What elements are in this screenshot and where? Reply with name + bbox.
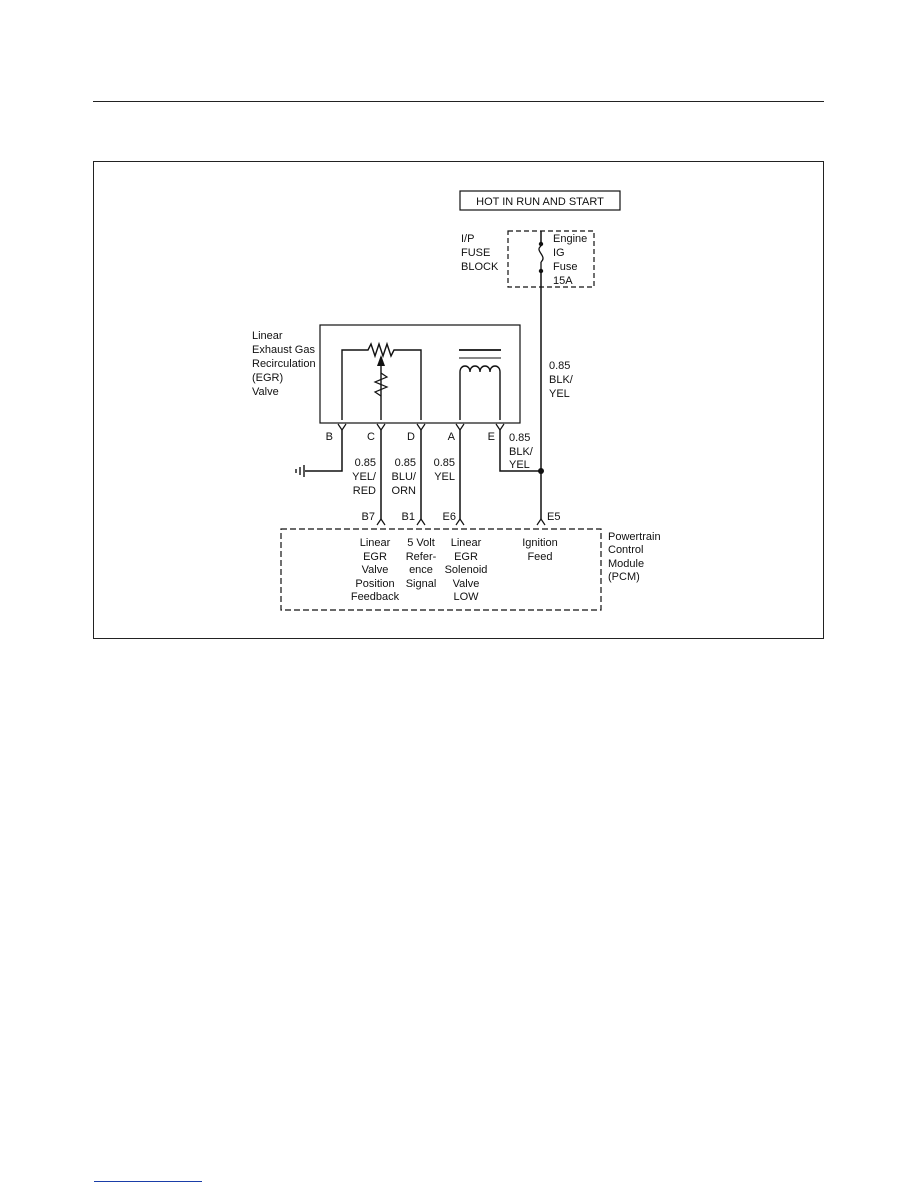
- pcm-label: Powertrain Control Module (PCM): [608, 531, 661, 583]
- pcm-pin-labels: B7 B1 E6 E5: [362, 511, 561, 523]
- ground-icon: [295, 465, 305, 477]
- wire-label-pin-d: 0.85 BLU/ ORN: [392, 457, 417, 497]
- fuse-block-label-line: I/P: [461, 233, 474, 245]
- pcm-boundary: [280, 528, 602, 611]
- pcm-circuit-line: Valve: [453, 578, 480, 590]
- pcm-circuit-line: Signal: [406, 578, 437, 590]
- egr-valve-label-line: Valve: [252, 386, 279, 398]
- page-top-rule: [93, 101, 824, 102]
- pin-label: B: [326, 431, 333, 443]
- wire-runs: [305, 430, 541, 519]
- pcm-pin-label: B1: [402, 511, 415, 523]
- fuse-label-line: IG: [553, 247, 565, 259]
- pcm-circuit-line: Linear: [360, 537, 391, 549]
- wire-label-line: BLU/: [392, 471, 417, 483]
- connector-pin-marks: [337, 423, 505, 432]
- pcm-circuit-b1: 5 Volt Refer- ence Signal: [406, 537, 437, 590]
- egr-valve-label-line: Linear: [252, 330, 283, 342]
- wire-label-pin-c: 0.85 YEL/ RED: [352, 457, 377, 497]
- wire-label-line: 0.85: [509, 432, 530, 444]
- pin-label: C: [367, 431, 375, 443]
- pcm-pin-label: B7: [362, 511, 375, 523]
- pcm-pin-marks: [376, 517, 546, 526]
- connector-pin-labels: B C D A E: [326, 431, 495, 443]
- fuse-label-line: Engine: [553, 233, 587, 245]
- pcm-circuit-line: LOW: [453, 591, 479, 603]
- power-header-label: HOT IN RUN AND START: [476, 196, 604, 208]
- pcm-circuit-line: EGR: [454, 551, 478, 563]
- pcm-pin-label: E5: [547, 511, 560, 523]
- pin-label: D: [407, 431, 415, 443]
- fuse-label-line: Fuse: [553, 261, 577, 273]
- solenoid-coil-icon: [459, 349, 501, 420]
- wire-ground: [305, 430, 343, 472]
- pcm-circuit-e5: Ignition Feed: [522, 537, 557, 563]
- wire-label-pin-a: 0.85 YEL: [434, 457, 455, 483]
- wire-label-line: 0.85: [355, 457, 376, 469]
- egr-valve-box: [319, 324, 521, 424]
- wire-pin-e: [499, 430, 541, 472]
- wire-label-line: ORN: [392, 485, 417, 497]
- pcm-label-line: Module: [608, 558, 644, 570]
- wire-label-line: YEL/: [352, 471, 377, 483]
- fuse-block-label-line: FUSE: [461, 247, 490, 259]
- wire-label-line: YEL: [509, 459, 530, 471]
- wire-label-line: 0.85: [395, 457, 416, 469]
- wire-label-line: 0.85: [434, 457, 455, 469]
- wire-label-pin-e: 0.85 BLK/ YEL: [509, 432, 534, 471]
- pcm-circuit-e6: Linear EGR Solenoid Valve LOW: [445, 537, 488, 603]
- pin-label: E: [488, 431, 495, 443]
- pcm-circuit-line: Linear: [451, 537, 482, 549]
- fuse-icon: [538, 231, 544, 274]
- pcm-circuit-line: Refer-: [406, 551, 437, 563]
- fuse-block-boundary: [507, 230, 595, 288]
- wire-label-line: BLK/: [549, 374, 574, 386]
- power-header-box: [459, 190, 621, 211]
- pcm-circuit-line: ence: [409, 564, 433, 576]
- fuse-block-label-line: BLOCK: [461, 261, 499, 273]
- wire-label-line: 0.85: [549, 360, 570, 372]
- wire-label-line: YEL: [549, 388, 570, 400]
- pcm-circuit-line: 5 Volt: [407, 537, 435, 549]
- pcm-circuit-line: Position: [355, 578, 394, 590]
- pcm-label-line: (PCM): [608, 571, 640, 583]
- pcm-circuit-line: Solenoid: [445, 564, 488, 576]
- fuse-label: Engine IG Fuse 15A: [553, 233, 587, 287]
- splice-dot: [538, 468, 544, 474]
- egr-valve-label-line: Exhaust Gas: [252, 344, 315, 356]
- pcm-circuit-line: Valve: [362, 564, 389, 576]
- fuse-label-line: 15A: [553, 275, 573, 287]
- egr-valve-label-line: (EGR): [252, 372, 283, 384]
- wire-label-fuse-to-splice: 0.85 BLK/ YEL: [549, 360, 574, 400]
- page-footer-rule: [94, 1181, 202, 1182]
- pin-label: A: [448, 431, 456, 443]
- egr-valve-label-line: Recirculation: [252, 358, 316, 370]
- wire-label-line: BLK/: [509, 446, 534, 458]
- wire-label-line: YEL: [434, 471, 455, 483]
- egr-valve-label: Linear Exhaust Gas Recirculation (EGR) V…: [252, 330, 316, 398]
- wire-label-line: RED: [353, 485, 376, 497]
- pcm-label-line: Powertrain: [608, 531, 661, 543]
- pcm-circuit-line: EGR: [363, 551, 387, 563]
- pcm-circuit-line: Feedback: [351, 591, 400, 603]
- pcm-circuit-line: Ignition: [522, 537, 557, 549]
- pcm-label-line: Control: [608, 544, 643, 556]
- pcm-circuit-line: Feed: [527, 551, 552, 563]
- pcm-circuit-b7: Linear EGR Valve Position Feedback: [351, 537, 400, 603]
- diagram-frame: [93, 161, 824, 639]
- potentiometer-icon: [341, 341, 422, 420]
- fuse-block-label: I/P FUSE BLOCK: [461, 233, 499, 273]
- pcm-pin-label: E6: [443, 511, 456, 523]
